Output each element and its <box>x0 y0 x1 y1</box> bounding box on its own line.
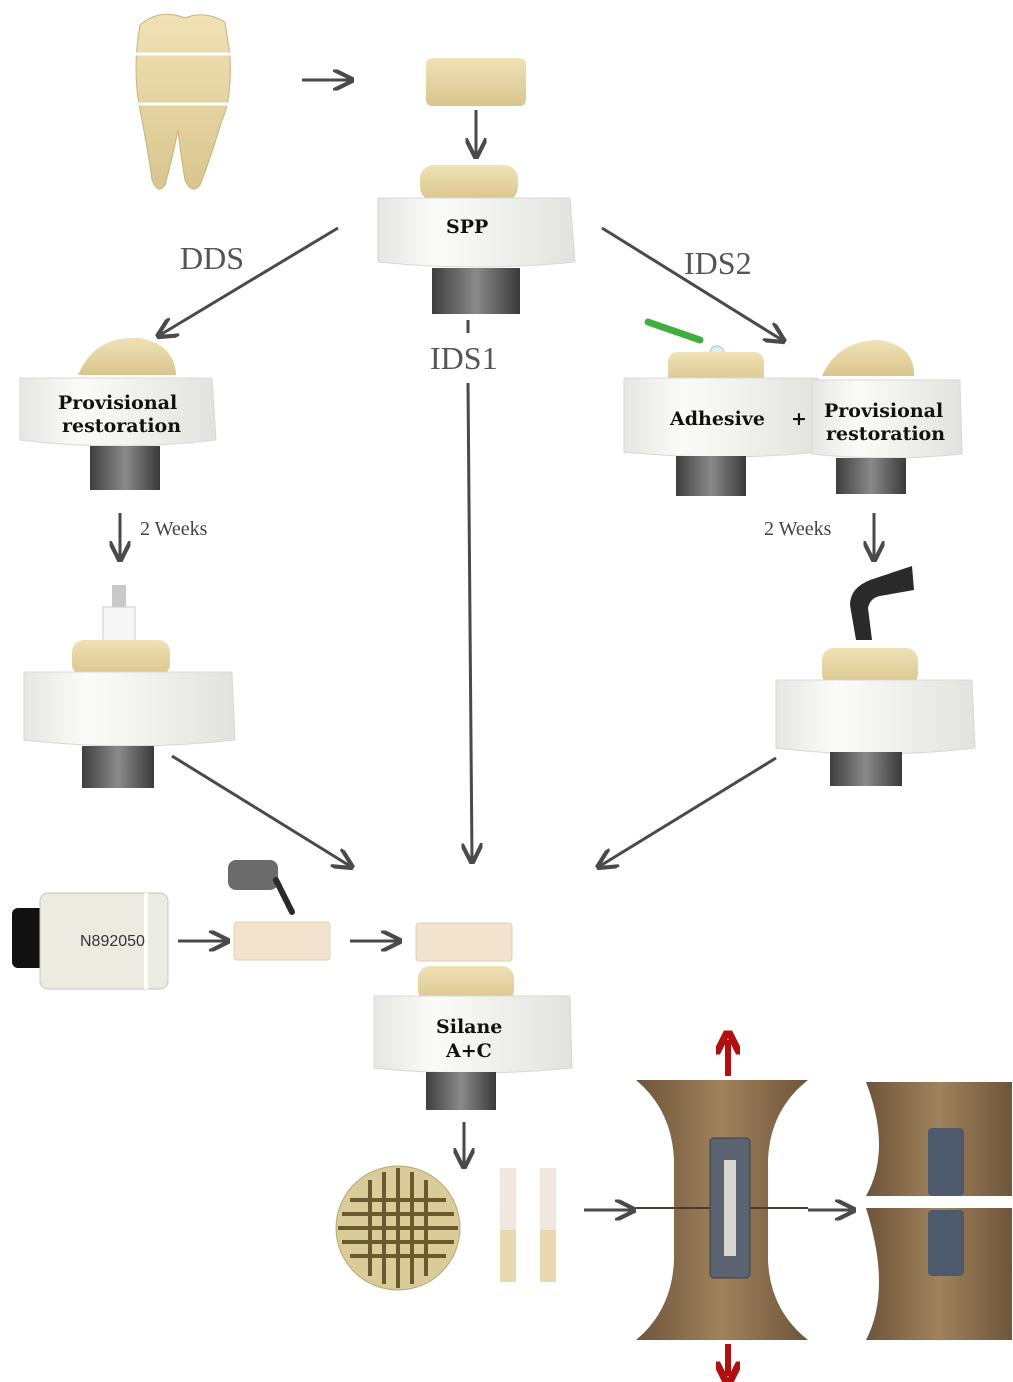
label-provisional-right-2: restoration <box>826 423 946 445</box>
ceramic-slice-image <box>233 921 331 961</box>
label-2weeks-left: 2 Weeks <box>140 518 208 540</box>
cad-block-image <box>12 892 169 990</box>
label-provisional-left-1: Provisional <box>58 392 178 414</box>
label-provisional-left-2: restoration <box>62 415 182 437</box>
label-spp: SPP <box>446 216 489 238</box>
ids2-provisional-mold-image <box>811 340 963 494</box>
tensile-fixture-image <box>636 1080 808 1340</box>
arrow-ids2-to-bonding <box>600 756 777 866</box>
label-silane-2: A+C <box>446 1040 492 1062</box>
arrow-ids1-down <box>468 382 472 860</box>
dds-cleaning-mold-image <box>23 585 236 788</box>
spp-mold-image <box>377 165 576 314</box>
sectioned-disc-image <box>335 1165 461 1291</box>
label-provisional-right-1: Provisional <box>824 400 944 422</box>
label-silane-1: Silane <box>436 1016 503 1038</box>
label-cad-block-code: N892050 <box>80 933 145 950</box>
bonded-specimen-image <box>373 922 573 1110</box>
arrow-spp-to-dds <box>160 226 339 335</box>
label-plus: + <box>791 408 807 430</box>
label-adhesive: Adhesive <box>670 408 765 430</box>
label-ids1: IDS1 <box>430 340 498 376</box>
label-dds: DDS <box>180 240 245 276</box>
fractured-fixture-image <box>866 1082 1012 1340</box>
ids2-sandblast-mold-image <box>775 566 976 786</box>
microtensile-sticks-image <box>500 1168 556 1282</box>
label-2weeks-right: 2 Weeks <box>764 518 832 540</box>
label-ids2: IDS2 <box>684 245 752 281</box>
molar-tooth-image <box>130 13 234 190</box>
arrow-dds-to-bonding <box>171 754 350 866</box>
arrow-spp-to-ids2 <box>601 226 782 340</box>
tooth-section-image <box>426 58 526 106</box>
dds-provisional-mold-image <box>19 337 217 490</box>
handpiece-image <box>228 860 295 915</box>
